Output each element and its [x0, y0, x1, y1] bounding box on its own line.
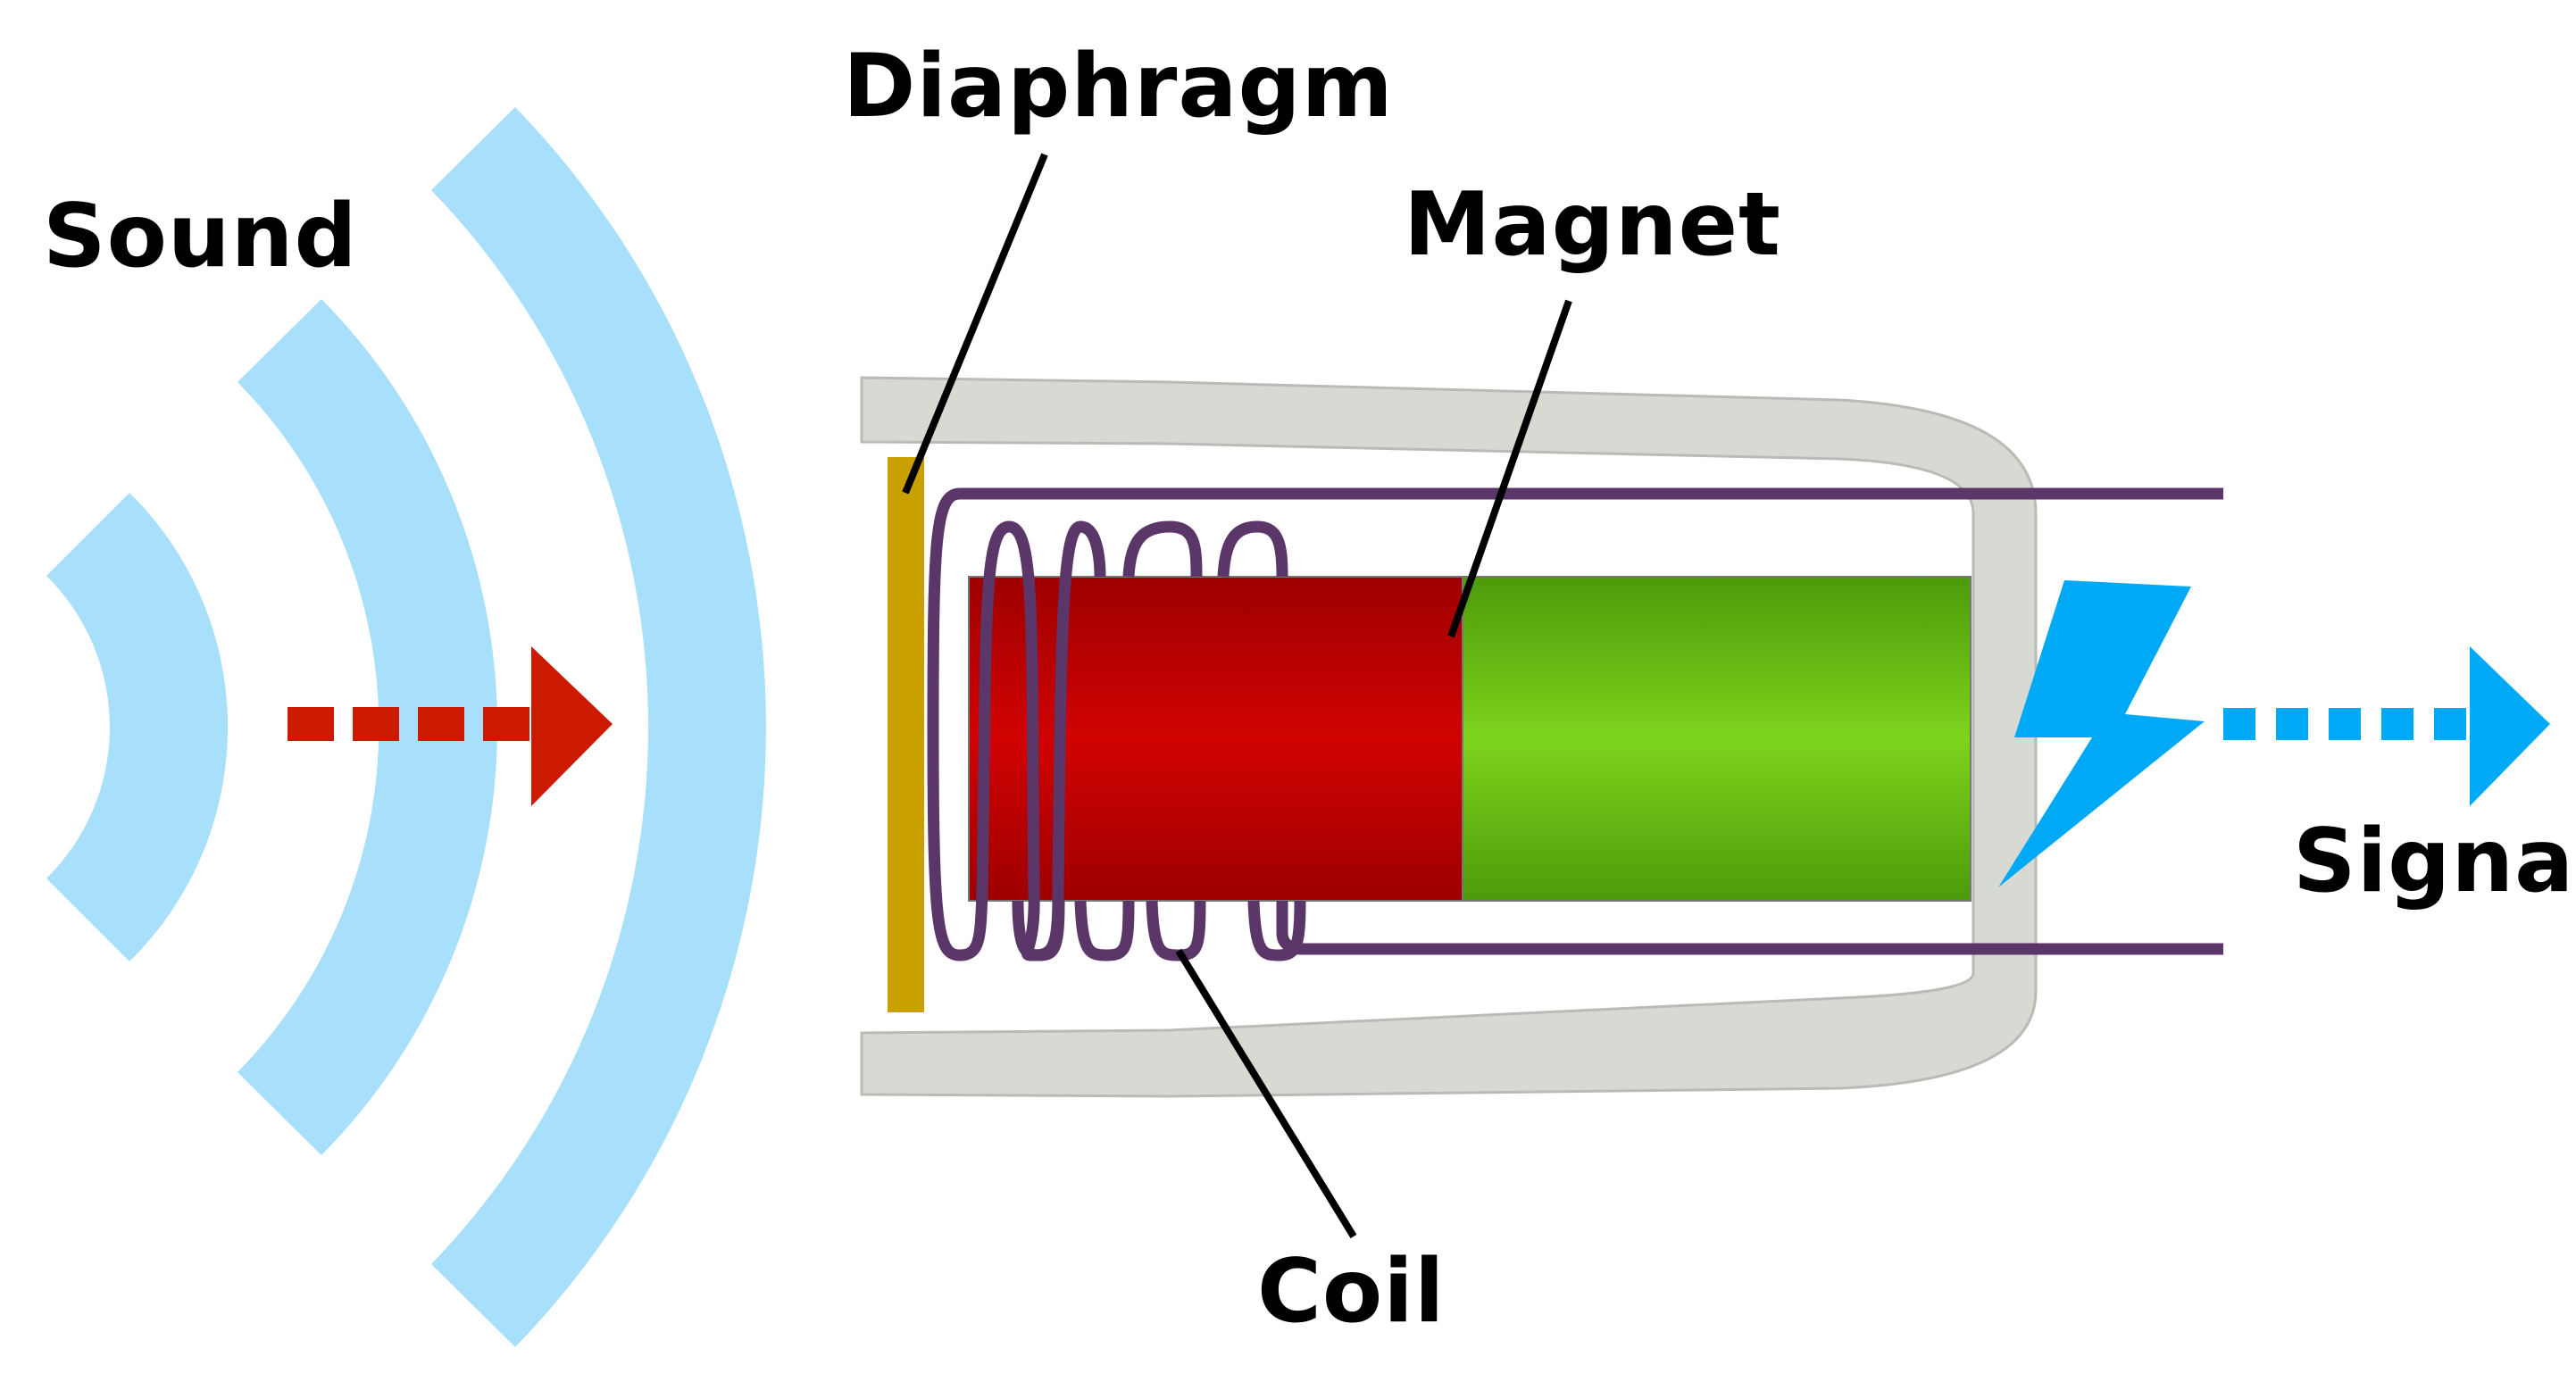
magnet-green-pole — [1462, 576, 1972, 902]
magnet-label: Magnet — [1404, 174, 1781, 276]
sound-arrow — [288, 646, 613, 806]
magnet-red-pole — [968, 576, 1463, 902]
diaphragm-leader — [902, 153, 1048, 495]
sound-wave-small — [46, 493, 229, 961]
coil-label: Coil — [1257, 1241, 1445, 1343]
sound-waves-icon — [46, 107, 766, 1347]
leader-lines — [902, 153, 1572, 1239]
diaphragm — [888, 457, 924, 1012]
magnet-leader — [1447, 299, 1572, 638]
signal-arrow — [2223, 646, 2550, 806]
diaphragm-label: Diaphragm — [843, 36, 1394, 137]
magnet — [968, 576, 1972, 902]
sound-label: Sound — [43, 186, 358, 287]
signal-label: Signal — [2293, 811, 2576, 912]
coil — [927, 487, 2223, 961]
lightning-bolt-icon — [1998, 580, 2205, 887]
sound-wave-medium — [238, 299, 498, 1155]
coil-leader — [1175, 948, 1357, 1239]
sound-wave-large — [431, 107, 766, 1347]
